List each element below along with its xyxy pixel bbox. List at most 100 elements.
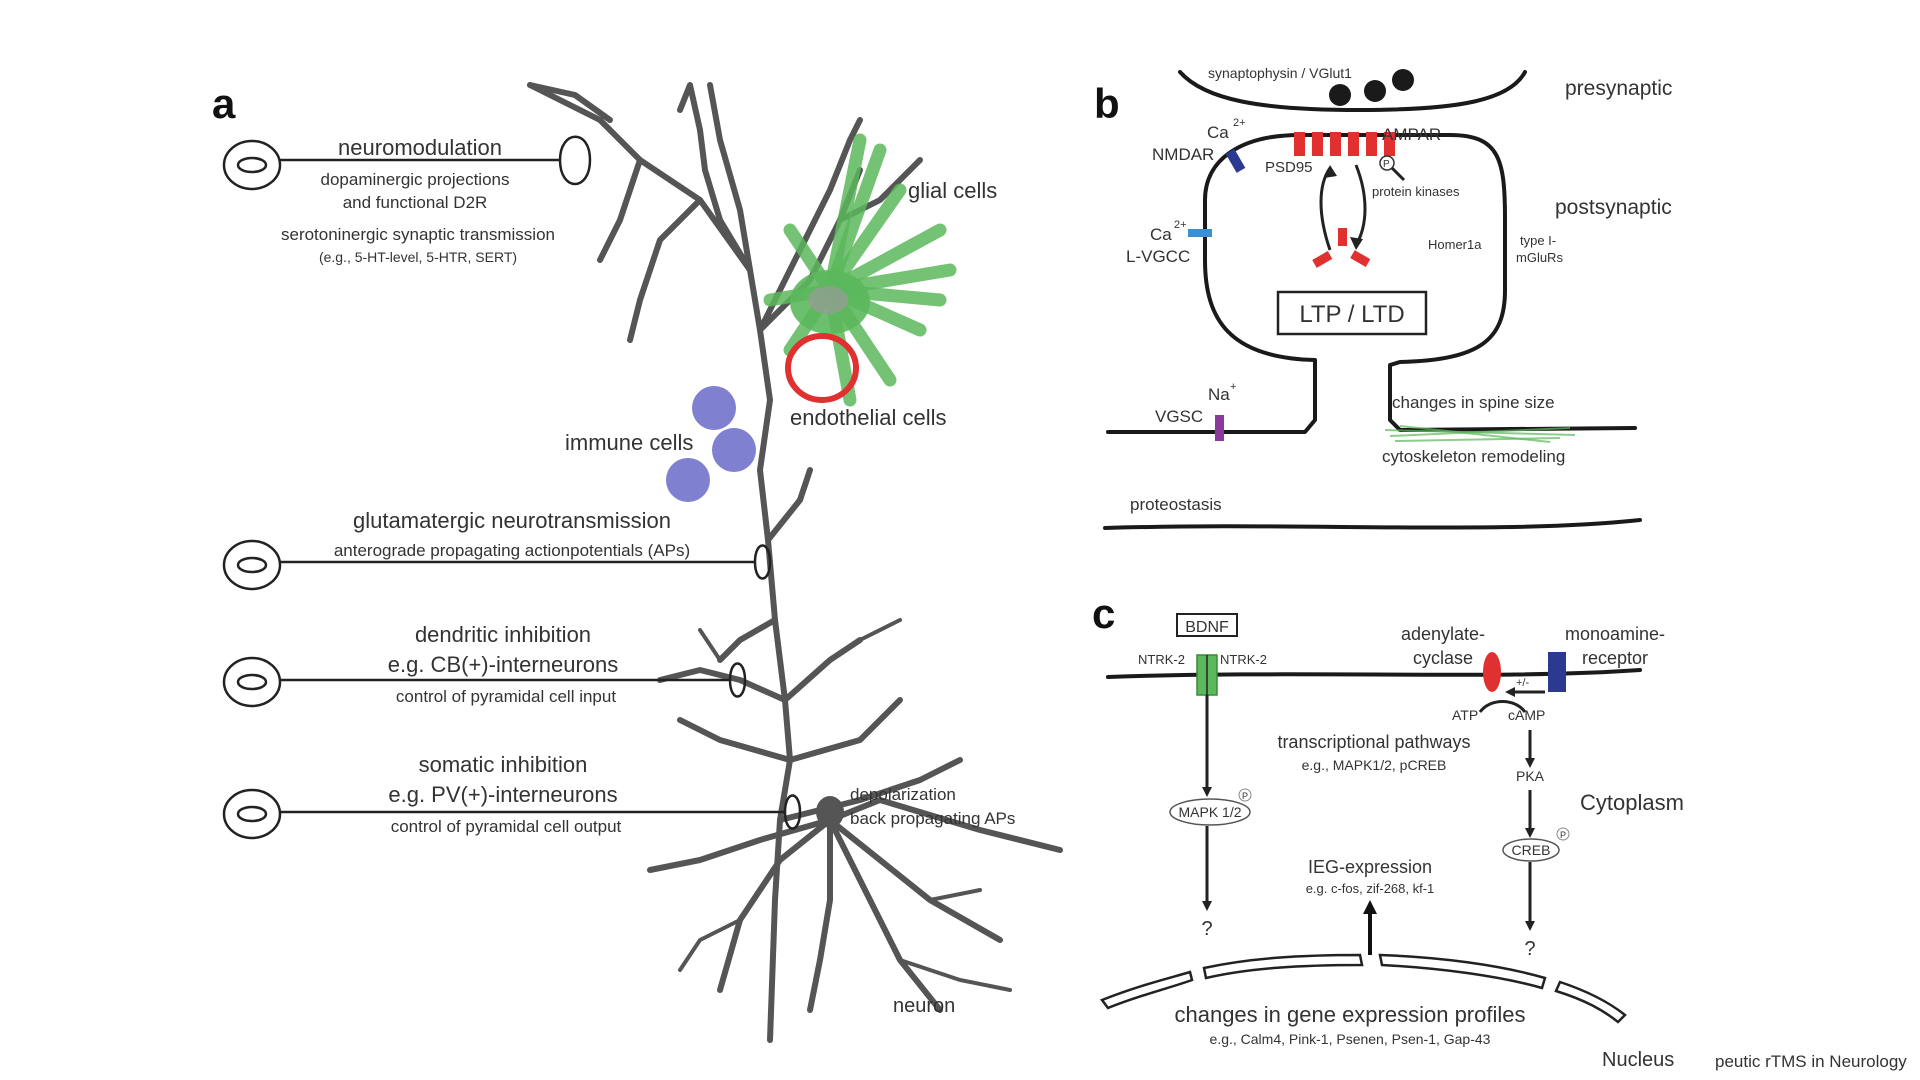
phosphate-circle	[1379, 155, 1395, 171]
internalized-receptor	[1312, 228, 1371, 268]
ampar-receptors	[1294, 132, 1395, 156]
vesicle	[1392, 69, 1414, 91]
lvgcc-channel	[1188, 229, 1212, 237]
postsynaptic-spine	[1106, 133, 1637, 434]
somatic-line2: control of pyramidal cell output	[391, 817, 622, 836]
cytoskeleton-fibers	[1384, 425, 1576, 443]
monoamine-receptor	[1548, 652, 1566, 692]
synaptophysin-label: synaptophysin / VGlut1	[1208, 65, 1352, 81]
endothelial-cell	[785, 333, 859, 403]
bdnf-box	[1176, 613, 1238, 637]
interneuron-somatic	[222, 788, 802, 840]
vgsc-channel	[1215, 415, 1224, 441]
interneuron-dendritic	[222, 656, 747, 708]
question-right: ?	[1524, 938, 1535, 960]
ca2-superscript: 2+	[1174, 219, 1187, 231]
camp-label: cAMP	[1508, 707, 1545, 723]
glutamatergic-sub: anterograde propagating actionpotentials…	[334, 541, 690, 560]
proteostasis-label: proteostasis	[1130, 495, 1222, 514]
psd95-label: PSD95	[1265, 159, 1313, 176]
vesicle	[1329, 84, 1351, 106]
lvgcc-label: L-VGCC	[1126, 247, 1190, 266]
ltp-ltd-box	[1276, 290, 1428, 336]
somatic-title: somatic inhibition	[419, 752, 588, 777]
neuromodulation-line3: serotoninergic synaptic transmission	[281, 225, 555, 244]
panel-a: a	[212, 80, 1063, 1043]
pka-label: PKA	[1516, 768, 1545, 784]
endocytosis-arrow	[1319, 167, 1332, 251]
mapk-p-label: P	[1242, 791, 1248, 801]
exocytosis-arrow	[1354, 164, 1367, 246]
plasma-membrane	[1106, 668, 1642, 679]
question-left: ?	[1201, 918, 1212, 940]
na-superscript: +	[1230, 381, 1236, 393]
bdnf-label: BDNF	[1185, 619, 1229, 636]
transcriptional-eg-label: e.g., MAPK1/2, pCREB	[1302, 757, 1447, 773]
caption-fragment: peutic rTMS in Neurology	[1715, 1052, 1907, 1071]
adenylate-label-1: adenylate-	[1401, 624, 1485, 644]
creb-oval	[1502, 838, 1560, 862]
homer1a-label: Homer1a	[1428, 237, 1482, 252]
ca1-superscript: 2+	[1233, 117, 1246, 129]
presynaptic-label: presynaptic	[1565, 77, 1672, 100]
immune-cells	[666, 386, 756, 502]
plusminus-label: +/-	[1516, 677, 1529, 689]
dendritic-line1: e.g. CB(+)-interneurons	[388, 652, 619, 677]
mapk-oval	[1169, 798, 1251, 826]
neuromodulation-title: neuromodulation	[338, 135, 502, 160]
glial-cells-label: glial cells	[908, 178, 997, 203]
gene-expression-eg-label: e.g., Calm4, Pink-1, Psenen, Psen-1, Gap…	[1210, 1031, 1491, 1047]
glutamatergic-title: glutamatergic neurotransmission	[353, 508, 671, 533]
panel-b-label: b	[1094, 80, 1120, 127]
ca1-label: Ca	[1207, 123, 1229, 142]
na-label: Na	[1208, 385, 1230, 404]
atp-camp-arrow	[1478, 700, 1527, 713]
panel-c-label: c	[1092, 590, 1115, 637]
creb-label: CREB	[1512, 842, 1551, 858]
neuron-label: neuron	[893, 995, 955, 1017]
protein-kinases-label: protein kinases	[1372, 184, 1460, 199]
endothelial-cells-label: endothelial cells	[790, 405, 947, 430]
neuromodulation-line2: and functional D2R	[343, 193, 488, 212]
spine-size-label: changes in spine size	[1392, 393, 1555, 412]
panel-b: b synaptophysin / VGlut1 presynaptic pos…	[1094, 65, 1672, 530]
phosphate-p: P	[1383, 159, 1390, 170]
vgsc-label: VGSC	[1155, 407, 1203, 426]
gene-expression-label: changes in gene expression profiles	[1174, 1002, 1525, 1027]
dendritic-line2: control of pyramidal cell input	[396, 687, 616, 706]
panel-c: c BDNF NTRK-2 NTRK-2 adenylate- cyclase …	[1092, 590, 1684, 1071]
ca2-label: Ca	[1150, 225, 1172, 244]
vesicle	[1364, 80, 1386, 102]
ntrk2-left-label: NTRK-2	[1138, 652, 1185, 667]
neuromodulation-line1: dopaminergic projections	[321, 170, 510, 189]
mapk-label: MAPK 1/2	[1178, 804, 1241, 820]
nmdar-channel	[1225, 148, 1246, 173]
somatic-line1: e.g. PV(+)-interneurons	[388, 782, 617, 807]
transcriptional-label: transcriptional pathways	[1277, 732, 1470, 752]
immune-cells-label: immune cells	[565, 430, 693, 455]
mglur-label-1: type I-	[1520, 233, 1556, 248]
cytoskeleton-label: cytoskeleton remodeling	[1382, 447, 1565, 466]
mglur-label-2: mGluRs	[1516, 250, 1563, 265]
panel-a-label: a	[212, 80, 236, 127]
postsynaptic-label: postsynaptic	[1555, 196, 1672, 219]
creb-p-label: P	[1560, 830, 1566, 840]
kinase-pointer	[1390, 166, 1406, 182]
glial-cell	[763, 133, 957, 407]
ieg-label: IEG-expression	[1308, 857, 1432, 877]
ntrk2-right-label: NTRK-2	[1220, 652, 1267, 667]
nucleus-label: Nucleus	[1602, 1049, 1674, 1071]
ampar-label: AMPAR	[1382, 125, 1441, 144]
interneuron-neuromodulation	[222, 135, 592, 191]
presynaptic-membrane	[1178, 70, 1527, 112]
atp-label: ATP	[1452, 707, 1478, 723]
ltp-ltd-label: LTP / LTD	[1299, 301, 1404, 328]
adenylate-cyclase	[1483, 652, 1501, 692]
neuromodulation-line4: (e.g., 5-HT-level, 5-HTR, SERT)	[319, 249, 517, 265]
nuclear-envelope	[1100, 953, 1627, 1024]
dendritic-title: dendritic inhibition	[415, 622, 591, 647]
neuron-soma	[816, 796, 844, 828]
nmdar-label: NMDAR	[1152, 145, 1214, 164]
monoamine-label-2: receptor	[1582, 648, 1648, 668]
